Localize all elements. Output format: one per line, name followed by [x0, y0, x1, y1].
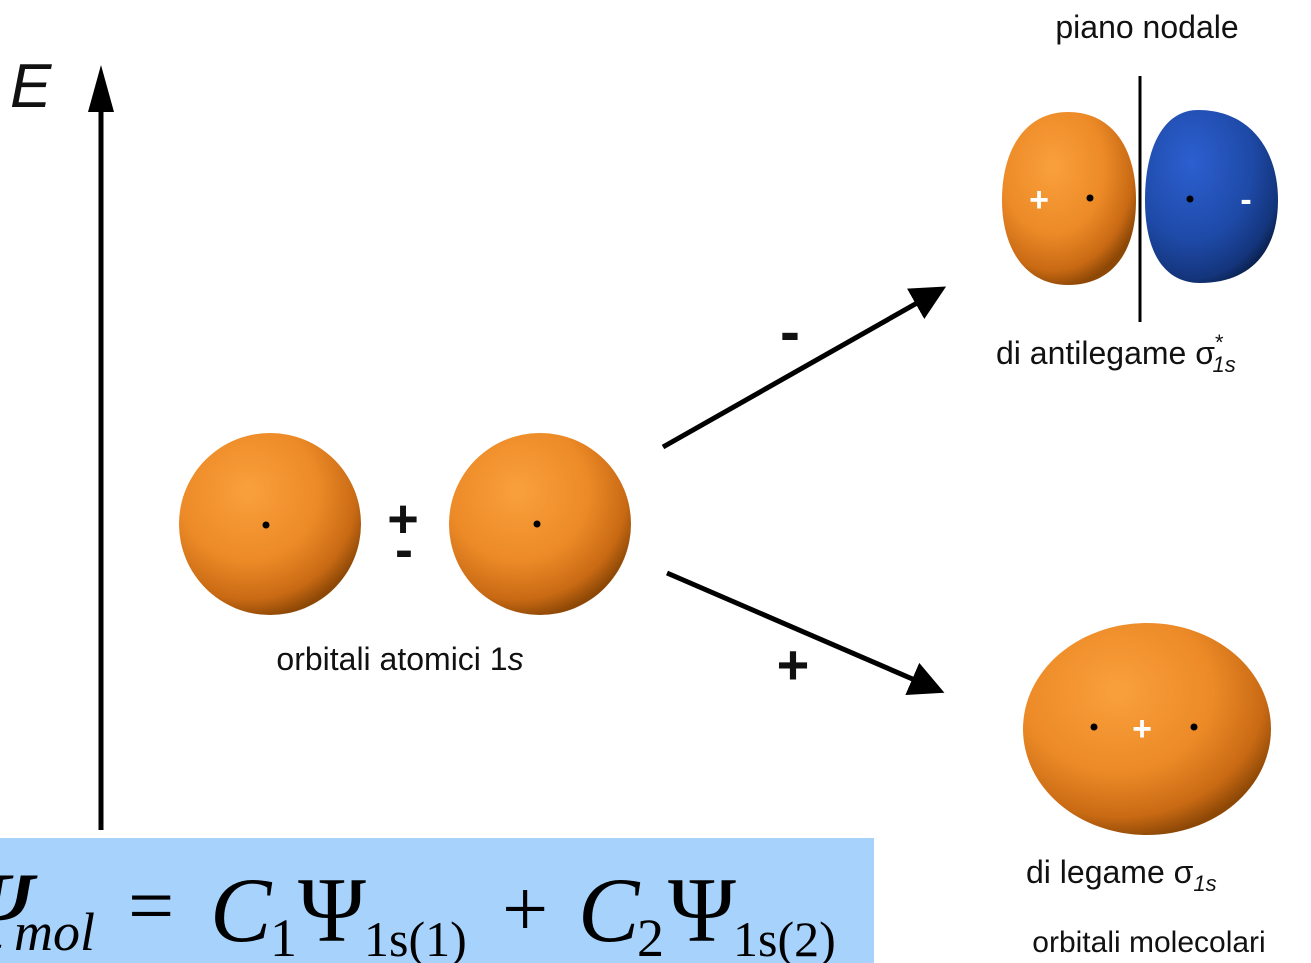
nucleus-dot [263, 522, 270, 529]
formula-psi1-subscript: 1s(1) [364, 911, 467, 963]
formula-plus: + [502, 863, 548, 954]
antibonding-label: di antilegame σ*1s [996, 330, 1236, 377]
nucleus-dot [1091, 724, 1098, 731]
arrow-to-antibonding [663, 290, 940, 447]
formula-c1: C [210, 859, 273, 961]
bonding-positive-sign: + [1132, 710, 1152, 748]
energy-axis-arrowhead [88, 65, 114, 112]
combination-minus-sign: - [395, 520, 413, 580]
formula-c2-subscript: 2 [637, 908, 664, 963]
nucleus-dot [1191, 724, 1198, 731]
formula-psi2-subscript: 1s(2) [733, 911, 836, 963]
atomic-orbital-left [179, 433, 361, 615]
energy-axis-label: E [10, 52, 52, 121]
formula: Ψ mol = C 1 Ψ 1s(1) + C 2 Ψ 1s(2) [0, 838, 874, 963]
formula-psi1: Ψ [298, 859, 366, 961]
antibonding-lobe-negative [1145, 110, 1278, 283]
formula-equals: = [128, 860, 174, 951]
antibonding-negative-sign: - [1240, 181, 1251, 219]
formula-banner: Ψ mol = C 1 Ψ 1s(1) + C 2 Ψ 1s(2) [0, 838, 874, 963]
bonding-label: di legame σ1s [1026, 854, 1217, 896]
formula-mol-subscript: mol [14, 902, 95, 962]
arrow-plus-sign: + [777, 633, 810, 696]
formula-psi2: Ψ [668, 859, 736, 961]
formula-c1-subscript: 1 [270, 908, 297, 963]
nucleus-dot [1087, 195, 1094, 202]
antibonding-lobe-positive [1002, 112, 1136, 285]
nodal-plane-label: piano nodale [1055, 9, 1238, 45]
molecular-orbitals-label: orbitali molecolari [1032, 926, 1265, 959]
nucleus-dot [534, 521, 541, 528]
arrow-minus-sign: - [780, 298, 800, 365]
formula-c2: C [578, 859, 641, 961]
nucleus-dot [1187, 196, 1194, 203]
atomic-orbitals-label: orbitali atomici 1s [276, 641, 523, 677]
antibonding-positive-sign: + [1029, 181, 1049, 219]
